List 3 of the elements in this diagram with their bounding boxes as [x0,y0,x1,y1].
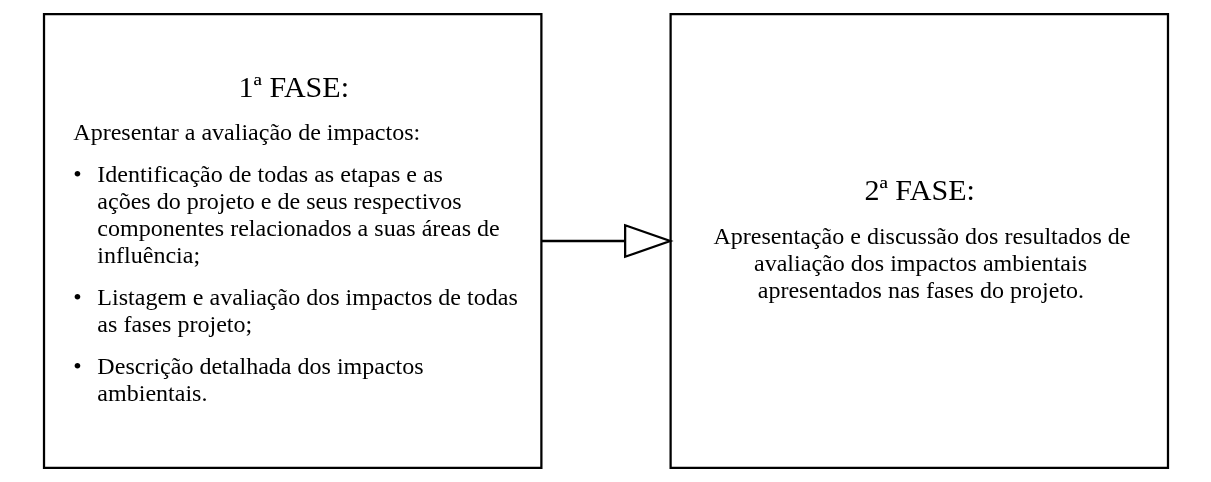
node-box: 2ª FASE: Apresentação e discussão dos resultados de avaliação dos impactos ambientais apresentados nas fases do projeto. [669,12,1169,470]
arrow [541,223,674,259]
node-box: 1ª FASE: Apresentar a avaliação de impactos: • Identificação de todas as etapas e as ações do projeto e de seus respectivos componentes relacionados a suas áreas de influência; • Listagem e avaliação dos impactos de todas as fases projeto; • Descrição detalhada dos impactos ambientais. [42,12,542,470]
